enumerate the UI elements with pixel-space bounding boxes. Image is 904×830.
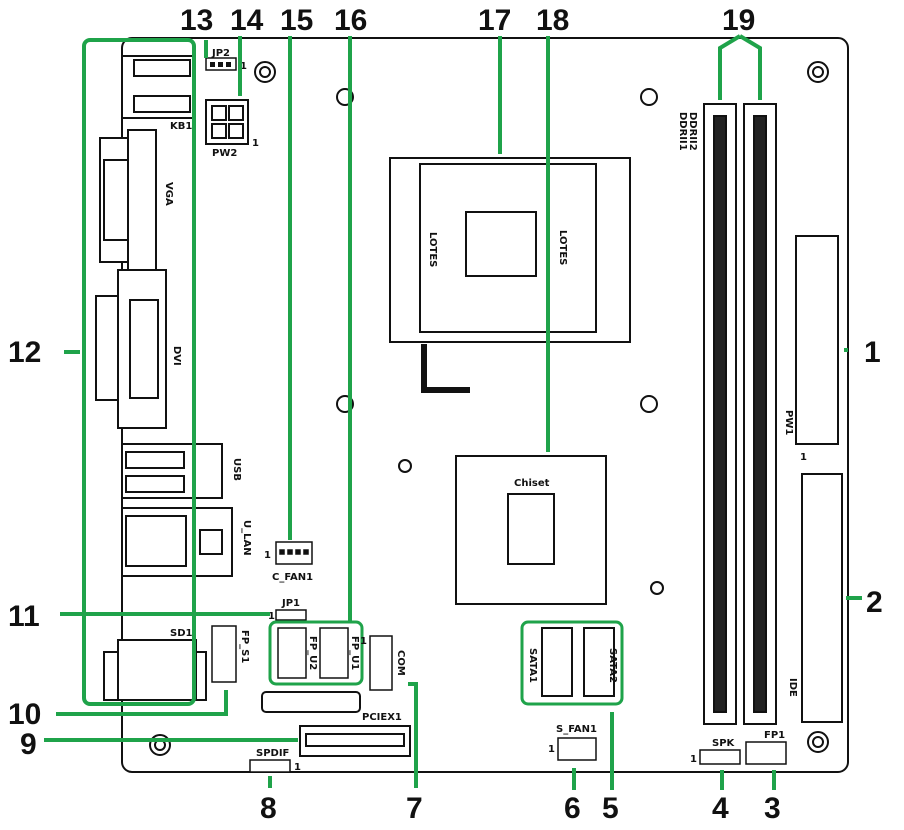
callout-10: 10 <box>8 698 41 731</box>
callout-arrows <box>44 34 862 790</box>
pw1-label: PW1 <box>783 410 794 435</box>
dvi-label: DVI <box>171 346 182 366</box>
com-label: COM <box>395 650 406 676</box>
callout-6: 6 <box>564 792 581 825</box>
pw2-connector: PW2 1 <box>205 99 259 159</box>
ddr-slots: DDRII2 DDRII1 <box>677 103 777 725</box>
spk-fp1-headers: SPK 1 FP1 <box>690 730 787 765</box>
c-fan1-connector: C_FAN1 1 <box>264 541 313 583</box>
pw1-connector: PW1 1 <box>783 235 839 463</box>
spdif-label: SPDIF <box>256 748 289 759</box>
chiset-label: Chiset <box>514 478 550 489</box>
callout-4: 4 <box>712 792 729 825</box>
callout-9: 9 <box>20 728 37 761</box>
dvi-connector: DVI <box>95 269 182 429</box>
jp1-jumper: JP1 1 <box>268 598 307 622</box>
jp1-pin-label: 1 <box>268 611 275 622</box>
sata-connectors: SATA1 SATA2 <box>527 627 618 697</box>
usb-connector: USB <box>121 443 242 499</box>
pw2-label: PW2 <box>212 148 237 159</box>
spdif-pin-label: 1 <box>294 762 301 773</box>
jp1-label: JP1 <box>281 598 300 609</box>
ide-label: IDE <box>787 678 798 697</box>
callout-18: 18 <box>536 4 569 37</box>
u-lan-label: U_LAN <box>241 520 252 556</box>
callout-7: 7 <box>406 792 423 825</box>
c-fan1-pin-label: 1 <box>264 550 271 561</box>
fp1-label: FP1 <box>764 730 785 741</box>
sata-highlight <box>520 620 624 706</box>
s-fan1-pin-label: 1 <box>548 744 555 755</box>
callout-11: 11 <box>8 600 40 633</box>
vga-label: VGA <box>163 182 174 206</box>
callout-2: 2 <box>866 586 883 619</box>
jp2-label: JP2 <box>211 48 230 59</box>
cpu-mark-label: LOTES <box>557 230 568 265</box>
com-pin-label: 1 <box>360 636 367 647</box>
callout-16: 16 <box>334 4 367 37</box>
pciex1-slot: PCIEX1 <box>299 712 411 757</box>
lan-connector: U_LAN <box>121 507 252 577</box>
chipset: Chiset <box>455 455 607 605</box>
rear-io-highlight <box>82 38 196 706</box>
callout-15: 15 <box>280 4 313 37</box>
mini-slot <box>261 691 361 713</box>
kb1-connector: KB1 <box>121 55 195 132</box>
pciex1-label: PCIEX1 <box>362 712 402 723</box>
callout-14: 14 <box>230 4 264 37</box>
com-header: COM 1 <box>360 635 406 691</box>
sata1-label: SATA1 <box>527 648 538 683</box>
sata2-label: SATA2 <box>607 648 618 683</box>
spk-pin-label: 1 <box>690 754 697 765</box>
callout-19: 19 <box>722 4 755 37</box>
fp-s1-label: FP_S1 <box>239 630 250 663</box>
ide-connector: IDE <box>787 473 843 723</box>
pw2-pin-label: 1 <box>252 138 259 149</box>
kb1-label: KB1 <box>170 121 192 132</box>
callout-5: 5 <box>602 792 619 825</box>
sd1-label: SD1 <box>170 628 193 639</box>
fp-s1-header: FP_S1 <box>211 625 250 683</box>
usb-label: USB <box>231 458 242 481</box>
s-fan1-label: S_FAN1 <box>556 724 597 735</box>
jp2-jumper: JP2 1 <box>205 48 247 72</box>
fp-usb-headers: FP_U2 FP_U1 <box>277 627 360 679</box>
c-fan1-label: C_FAN1 <box>272 572 313 583</box>
callout-3: 3 <box>764 792 781 825</box>
pw1-pin-label: 1 <box>800 452 807 463</box>
fp-u2-label: FP_U2 <box>307 636 318 670</box>
jp2-pin-label: 1 <box>240 61 247 72</box>
s-fan1-connector: S_FAN1 1 <box>548 724 597 761</box>
fp-usb-highlight <box>268 620 364 686</box>
spk-label: SPK <box>712 738 736 749</box>
vga-connector: VGA <box>99 129 174 271</box>
lotes-label: LOTES <box>427 232 438 267</box>
spdif-header: SPDIF 1 <box>249 748 301 773</box>
ddrii1-label: DDRII1 <box>677 112 688 151</box>
sd1-connector: SD1 <box>103 628 207 701</box>
callout-8: 8 <box>260 792 277 825</box>
callout-1: 1 <box>864 336 881 369</box>
fp-u1-label: FP_U1 <box>349 636 360 670</box>
ddrii2-label: DDRII2 <box>687 112 698 151</box>
cpu-socket: LOTES LOTES <box>389 157 631 393</box>
callout-17: 17 <box>478 4 511 37</box>
callout-13: 13 <box>180 4 213 37</box>
callout-12: 12 <box>8 336 41 369</box>
